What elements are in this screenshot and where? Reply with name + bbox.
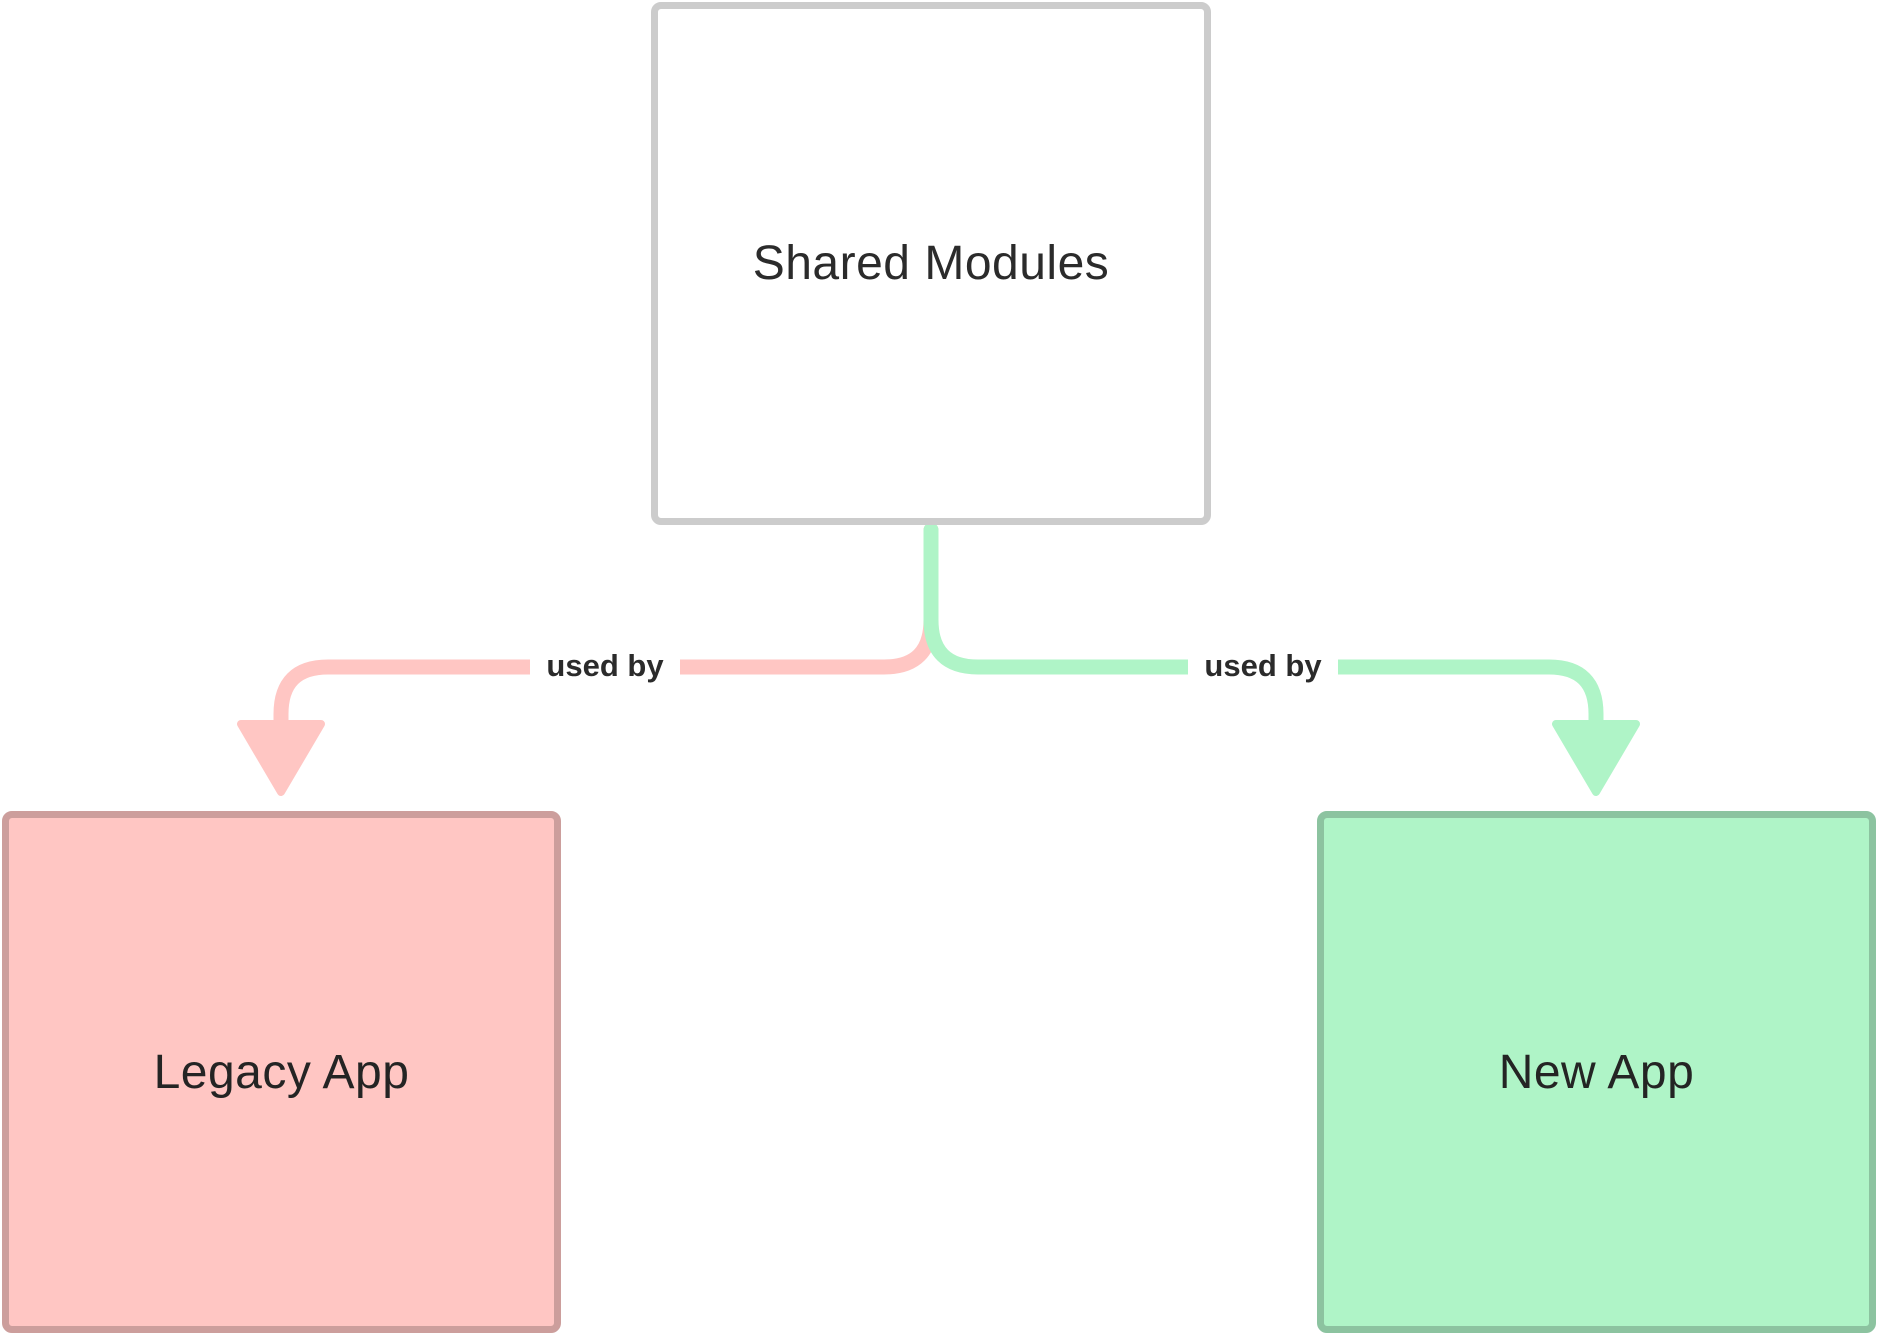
node-legacy-app[interactable]: Legacy App [2,811,561,1333]
arrowhead-new [1552,720,1640,796]
node-shared-modules[interactable]: Shared Modules [651,2,1211,525]
arrowhead-legacy [237,720,325,796]
node-label: New App [1498,1045,1695,1099]
edge-shared-to-new [923,522,1604,738]
edge-label-new: used by [1188,648,1338,684]
edge-label-legacy: used by [530,648,680,684]
node-label: Legacy App [153,1045,410,1099]
edge-shared-to-legacy [273,522,939,738]
node-new-app[interactable]: New App [1317,811,1876,1333]
node-label: Shared Modules [752,237,1110,290]
